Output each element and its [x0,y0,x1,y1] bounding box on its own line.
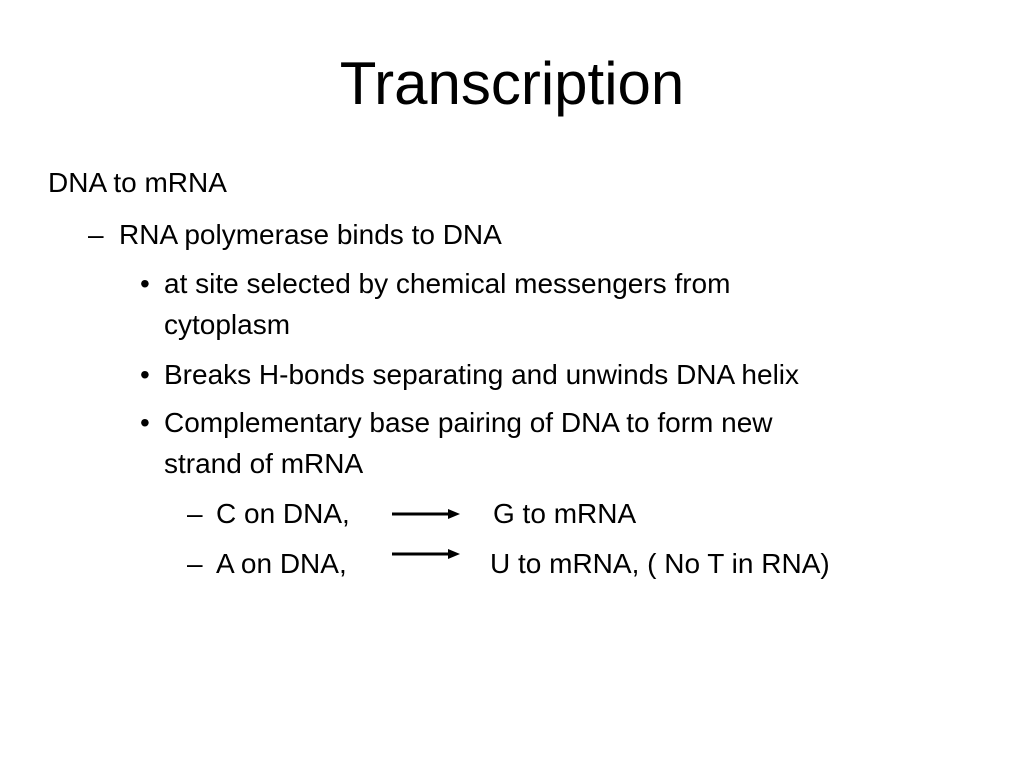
dash-marker: – [187,498,203,529]
pair-item-a-to-u: –A on DNA, [187,547,347,581]
pair-source: C on DNA, [216,498,350,529]
dash-marker: – [187,548,203,579]
pair-item-c-to-g: –C on DNA, [187,497,350,531]
bullet-marker: • [140,268,150,299]
subpoint-text: RNA polymerase binds to DNA [119,219,502,250]
pair-source: A on DNA, [216,548,347,579]
bullet-item-site: • at site selected by chemical messengers… [140,267,730,301]
right-arrow-icon [392,548,462,560]
bullet-item-h-bonds: • Breaks H-bonds separating and unwinds D… [140,358,799,392]
bullet-item-complementary: • Complementary base pairing of DNA to fo… [140,406,773,440]
pair-target: G to mRNA [493,498,637,529]
bullet-text: at site selected by chemical messengers … [164,268,731,299]
subpoint-rna-polymerase: –RNA polymerase binds to DNA [88,218,502,252]
bullet-text: Complementary base pairing of DNA to for… [164,407,773,438]
pair-target: U to mRNA, ( No T in RNA) [490,548,830,579]
dash-marker: – [88,219,104,250]
bullet-text-continuation: cytoplasm [164,309,291,340]
bullet-marker: • [140,407,150,438]
bullet-marker: • [140,359,150,390]
bullet-text-continuation: strand of mRNA [164,448,364,479]
slide-title: Transcription [339,50,685,117]
right-arrow-icon [392,508,462,520]
heading-text: DNA to mRNA [48,167,227,198]
bullet-text: Breaks H-bonds separating and unwinds DN… [164,359,800,390]
